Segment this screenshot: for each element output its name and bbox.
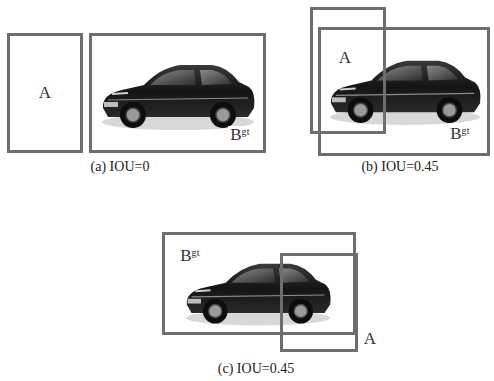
caption: (b) IOU=0.45: [361, 159, 438, 175]
box-label: A: [362, 330, 378, 349]
car-image: [186, 264, 331, 326]
box-label: Bᵍᵗ: [228, 126, 252, 145]
bounding-box: A: [280, 253, 358, 352]
box-label: A: [37, 84, 53, 103]
car-image: [330, 61, 481, 125]
bounding-box: Bᵍᵗ: [89, 33, 266, 153]
box-label: A: [337, 49, 353, 68]
bounding-box: Bᵍᵗ: [318, 27, 490, 156]
box-label: Bᵍᵗ: [178, 247, 202, 266]
bounding-box: A: [7, 33, 83, 153]
caption: (c) IOU=0.45: [218, 361, 294, 377]
car-image: [102, 65, 254, 130]
bounding-box: Bᵍᵗ: [162, 232, 356, 335]
box-label: Bᵍᵗ: [448, 125, 472, 144]
caption: (a) IOU=0: [91, 159, 150, 175]
